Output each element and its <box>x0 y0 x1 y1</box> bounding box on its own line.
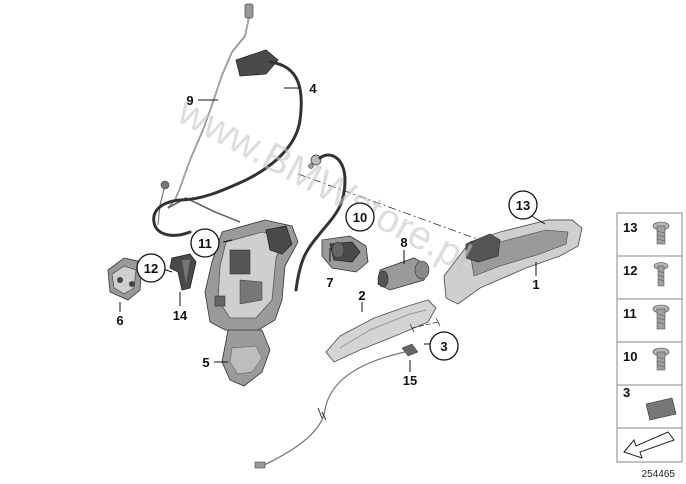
part-lock-module <box>204 219 299 387</box>
screw-icon <box>652 347 670 371</box>
screw-icon <box>652 221 670 245</box>
callout-14: 14 <box>173 308 188 323</box>
screw-icon <box>652 304 670 330</box>
catalog-number: 254465 <box>642 469 676 480</box>
part-lock-cylinder <box>377 257 430 291</box>
callout-2: 2 <box>358 288 365 303</box>
callout-12: 12 <box>144 261 158 276</box>
callout-15: 15 <box>403 373 417 388</box>
callout-6: 6 <box>116 313 123 328</box>
legend-label: 12 <box>623 263 637 278</box>
leader-lines <box>119 87 546 372</box>
legend-item: 11 <box>616 298 683 343</box>
callout-1: 1 <box>532 277 539 292</box>
part-door-handle <box>443 219 583 305</box>
callout-3: 3 <box>440 339 447 354</box>
callout-3-circle: 3 <box>429 331 459 361</box>
screw-icon <box>653 262 669 287</box>
legend-label: 13 <box>623 220 637 235</box>
part-clip <box>169 253 197 291</box>
legend-item <box>616 427 683 463</box>
part-inner-cable <box>294 153 347 292</box>
callout-10: 10 <box>353 210 367 225</box>
legend-label: 10 <box>623 349 637 364</box>
callout-13-circle: 13 <box>508 190 538 220</box>
callout-12-circle: 12 <box>136 253 166 283</box>
callout-11: 11 <box>198 236 212 251</box>
callout-7: 7 <box>326 275 333 290</box>
part-wiring <box>254 317 441 469</box>
arrow-icon <box>623 431 675 459</box>
callout-13: 13 <box>516 198 530 213</box>
legend-panel: 13 12 11 <box>616 212 683 463</box>
callout-4: 4 <box>309 81 317 96</box>
pad-icon <box>645 397 677 421</box>
legend-item: 12 <box>616 255 683 300</box>
callout-10-circle: 10 <box>345 202 375 232</box>
legend-item: 3 <box>616 384 683 429</box>
legend-item: 10 <box>616 341 683 386</box>
legend-item: 13 <box>616 212 683 257</box>
part-handle-cover <box>325 299 437 363</box>
legend-label: 11 <box>623 306 637 321</box>
part-bowden-cable <box>152 49 303 237</box>
legend-label: 3 <box>623 385 630 400</box>
alignment-line <box>297 173 481 241</box>
part-cylinder-housing <box>321 235 369 273</box>
part-rod <box>157 3 254 226</box>
callout-9: 9 <box>186 93 193 108</box>
callout-8: 8 <box>400 235 407 250</box>
callout-11-circle: 11 <box>190 228 220 258</box>
part-striker <box>107 257 143 301</box>
callout-5: 5 <box>202 355 209 370</box>
